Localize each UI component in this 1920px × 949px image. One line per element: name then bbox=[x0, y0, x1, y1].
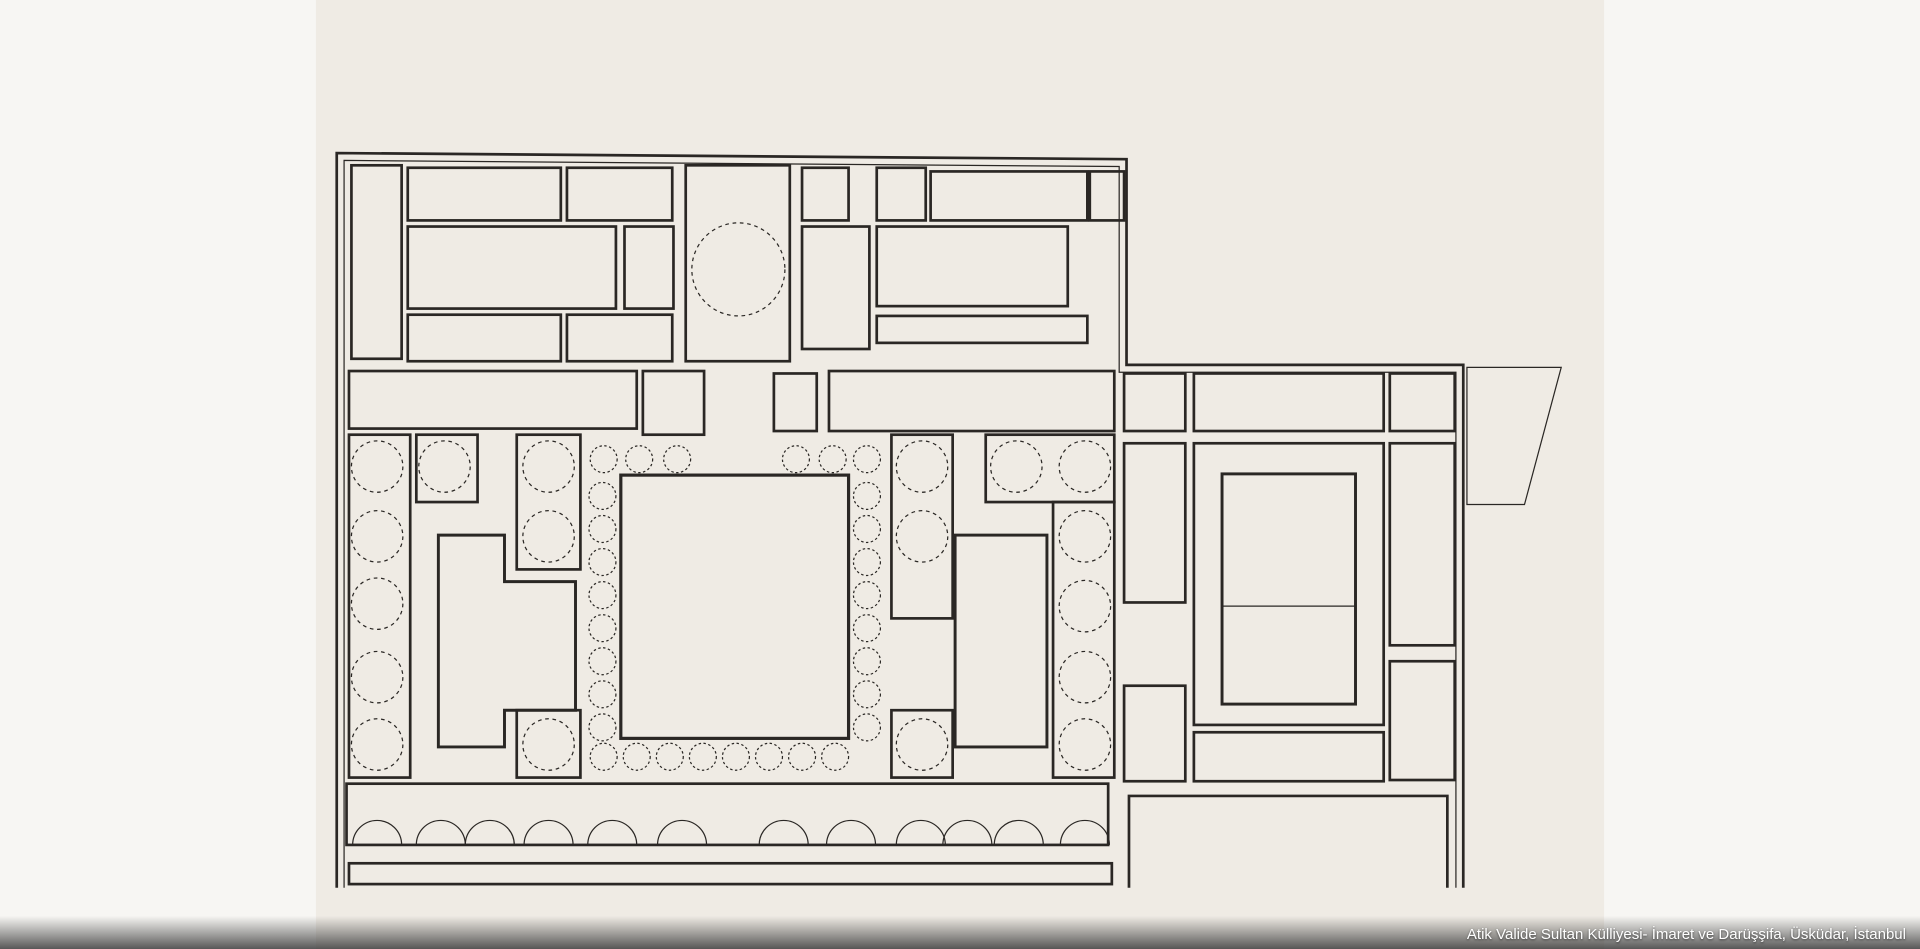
small-dome bbox=[818, 445, 847, 474]
main-courtyard bbox=[619, 473, 851, 740]
dome-outline bbox=[1058, 718, 1112, 771]
dome-outline bbox=[350, 577, 404, 631]
east-courtyard bbox=[1220, 472, 1357, 706]
dome-outline bbox=[895, 510, 949, 563]
arch-outline bbox=[1059, 819, 1110, 845]
small-dome bbox=[588, 713, 617, 742]
small-dome bbox=[781, 445, 810, 474]
arch-outline bbox=[942, 819, 993, 845]
dome-outline bbox=[522, 510, 575, 563]
small-dome bbox=[588, 481, 617, 511]
small-dome bbox=[852, 713, 882, 742]
dome-outline bbox=[1058, 650, 1112, 704]
arch-outline bbox=[464, 819, 515, 845]
small-dome bbox=[588, 647, 617, 676]
dome-outline bbox=[895, 718, 949, 771]
image-caption: Atik Valide Sultan Külliyesi- İmaret ve … bbox=[1466, 926, 1906, 943]
small-dome bbox=[588, 547, 617, 577]
small-dome bbox=[787, 742, 817, 771]
small-dome bbox=[821, 742, 850, 771]
dome-outline bbox=[350, 650, 404, 704]
arch-outline bbox=[352, 819, 403, 845]
arch-outline bbox=[523, 819, 574, 845]
small-dome bbox=[588, 581, 617, 610]
small-dome bbox=[588, 614, 617, 643]
small-dome bbox=[852, 680, 882, 709]
small-dome bbox=[688, 742, 717, 771]
small-dome bbox=[588, 514, 617, 544]
dome-outline bbox=[895, 440, 949, 493]
dome-outline bbox=[1058, 510, 1112, 563]
right-courtyard bbox=[953, 533, 1049, 749]
arch-outline bbox=[895, 819, 946, 845]
dome-outline bbox=[350, 440, 404, 493]
arch-outline bbox=[656, 819, 708, 845]
arch-outline bbox=[758, 819, 809, 845]
small-dome bbox=[588, 680, 617, 709]
outer-wall bbox=[335, 151, 1465, 888]
dome-outline bbox=[350, 510, 404, 563]
dome-outline bbox=[1058, 440, 1112, 493]
small-dome bbox=[754, 742, 784, 771]
dome-outline bbox=[1058, 579, 1112, 633]
small-dome bbox=[852, 547, 882, 577]
small-dome bbox=[852, 581, 882, 610]
small-dome bbox=[852, 647, 882, 676]
small-dome bbox=[852, 614, 882, 643]
small-dome bbox=[852, 445, 882, 474]
small-dome bbox=[589, 742, 618, 771]
dome-outline bbox=[350, 718, 404, 771]
small-dome bbox=[589, 445, 618, 474]
small-dome bbox=[663, 445, 692, 474]
arch-outline bbox=[825, 819, 877, 845]
arch-outline bbox=[587, 819, 638, 845]
architectural-floor-plan bbox=[335, 151, 1563, 888]
small-dome bbox=[721, 742, 750, 771]
small-dome bbox=[655, 742, 684, 771]
arch-outline bbox=[415, 819, 466, 845]
small-dome bbox=[852, 481, 882, 511]
small-dome bbox=[625, 445, 654, 474]
small-dome bbox=[852, 514, 882, 544]
arch-outline bbox=[993, 819, 1044, 845]
dome-outline bbox=[418, 440, 471, 493]
paper-sheet bbox=[315, 0, 1605, 949]
dome-outline bbox=[522, 718, 575, 771]
small-dome bbox=[622, 742, 651, 771]
caption-bar bbox=[0, 915, 1920, 949]
dome-outline bbox=[990, 440, 1043, 493]
dome-outline bbox=[522, 440, 575, 493]
